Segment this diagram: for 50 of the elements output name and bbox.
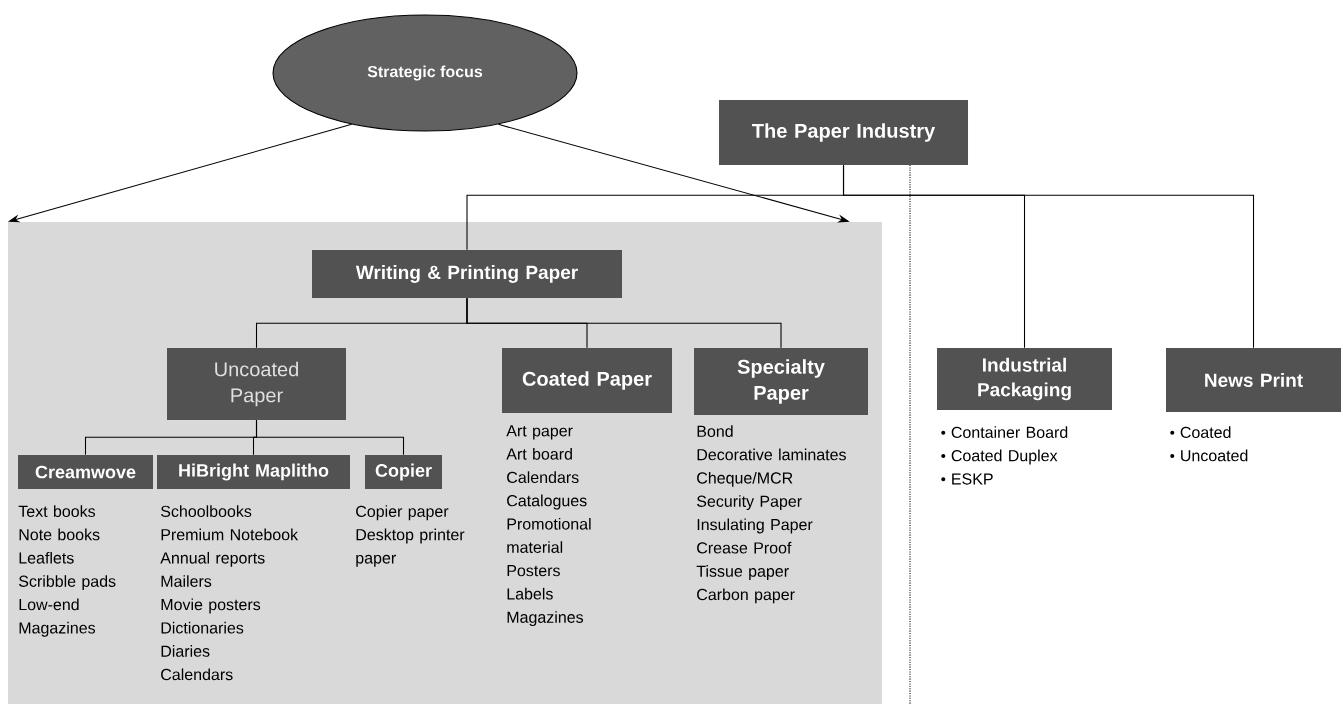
list-item: Labels: [507, 587, 553, 600]
list-item: Diaries: [161, 645, 210, 657]
category-box: Coated Paper: [502, 348, 672, 413]
category-box: Writing & Printing Paper: [312, 250, 622, 298]
list-item: Promotional material: [507, 517, 591, 553]
list-item: Dictionaries: [161, 621, 244, 634]
category-box: The Paper Industry: [719, 100, 968, 165]
list-item: Art paper: [506, 425, 573, 440]
list-item: Note books: [19, 528, 100, 541]
list-item: Container Board: [951, 426, 1068, 438]
list-item: Cheque/MCR: [697, 471, 793, 487]
list-item: Security Paper: [697, 495, 802, 511]
list-item: Insulating Paper: [697, 518, 813, 534]
category-box: Industrial Packaging: [937, 348, 1112, 410]
category-box: Copier: [365, 455, 442, 489]
list-item: Mailers: [161, 575, 212, 587]
category-box: Uncoated Paper: [167, 348, 346, 420]
category-box: Specialty Paper: [694, 348, 868, 415]
list-item: Magazines: [19, 621, 96, 637]
list-item: Text books: [18, 505, 96, 517]
list-item: Magazines: [507, 611, 584, 627]
connector-line: [466, 297, 782, 349]
list-item: Movie posters: [161, 598, 261, 614]
list-item: Calendars: [507, 471, 579, 484]
list-item: Tissue paper: [696, 565, 789, 581]
list-item: Schoolbooks: [161, 505, 252, 517]
category-box: HiBright Maplitho: [157, 455, 350, 489]
list-item: Scribble pads: [19, 575, 116, 591]
list-item: Bond: [697, 425, 733, 437]
connector-line: [842, 164, 1255, 349]
list-item: Art board: [506, 448, 572, 460]
list-item: Uncoated: [1181, 449, 1248, 462]
list-item: Coated: [1180, 426, 1231, 438]
list-item: Coated Duplex: [951, 449, 1058, 465]
category-box: News Print: [1166, 348, 1341, 412]
list-item: Leaflets: [19, 551, 74, 564]
list-item: Annual reports: [160, 551, 265, 567]
list-item: Calendars: [161, 668, 233, 681]
list-item: Copier paper: [356, 505, 449, 521]
list-item: Crease Proof: [697, 541, 792, 554]
list-item: Decorative laminates: [697, 448, 846, 461]
list-item: ESKP: [952, 473, 993, 485]
list-item: Posters: [507, 565, 560, 577]
list-item: Premium Notebook: [161, 528, 299, 541]
list-item: Desktop printer paper: [356, 528, 465, 567]
list-item: Low-end: [19, 598, 79, 611]
category-box: Creamwove: [18, 455, 153, 489]
connector-line: [255, 419, 405, 456]
list-item: Catalogues: [507, 494, 587, 510]
list-item: Carbon paper: [697, 588, 795, 604]
